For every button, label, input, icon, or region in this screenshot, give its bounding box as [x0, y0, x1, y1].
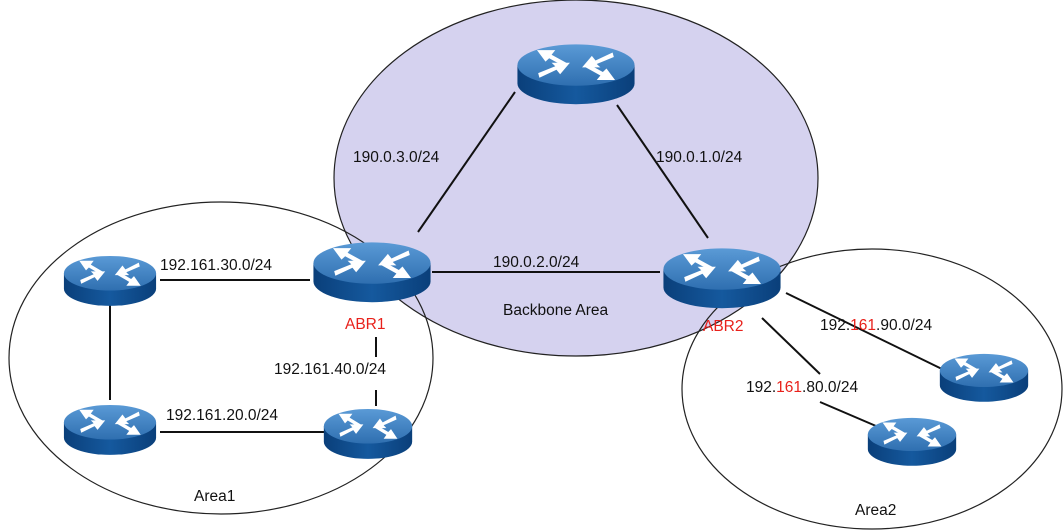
router-area1-top [63, 255, 157, 306]
label-link-top-abr1: 190.0.3.0/24 [353, 149, 440, 166]
area-label-area2: Area2 [855, 502, 896, 519]
area1-ellipse [8, 201, 434, 515]
area-label-area1: Area1 [194, 488, 235, 505]
router-label-abr2: ABR2 [703, 318, 744, 335]
area2-ellipse [681, 248, 1063, 530]
router-area2-bottom [867, 417, 957, 466]
links [109, 91, 945, 433]
router-abr2 [663, 248, 781, 309]
label-link-a2-bottom: 192.161.80.0/24 [746, 379, 858, 396]
label-link-a1-right: 192.161.40.0/24 [274, 361, 386, 378]
router-area1-right [323, 408, 413, 459]
label-link-a1-bottom: 192.161.20.0/24 [166, 407, 278, 424]
label-link-a2-right: 192.161.90.0/24 [820, 317, 932, 334]
label-link-top-abr2: 190.0.1.0/24 [656, 149, 743, 166]
link-top-abr1 [417, 91, 516, 233]
link-top-abr2 [616, 104, 709, 239]
area-label-backbone: Backbone Area [503, 302, 609, 319]
link-abr2-a2bottom [761, 317, 821, 375]
router-label-abr1: ABR1 [345, 316, 386, 333]
router-abr1 [313, 242, 431, 303]
router-area1-bottom [63, 404, 157, 455]
link-abr2-a2right [785, 292, 945, 371]
router-area2-right [939, 353, 1029, 402]
link-abr2-a2bottom-2 [819, 401, 877, 427]
label-link-abr1-abr2: 190.0.2.0/24 [493, 254, 580, 271]
router-top [517, 44, 635, 105]
label-link-a1-top: 192.161.30.0/24 [160, 257, 272, 274]
